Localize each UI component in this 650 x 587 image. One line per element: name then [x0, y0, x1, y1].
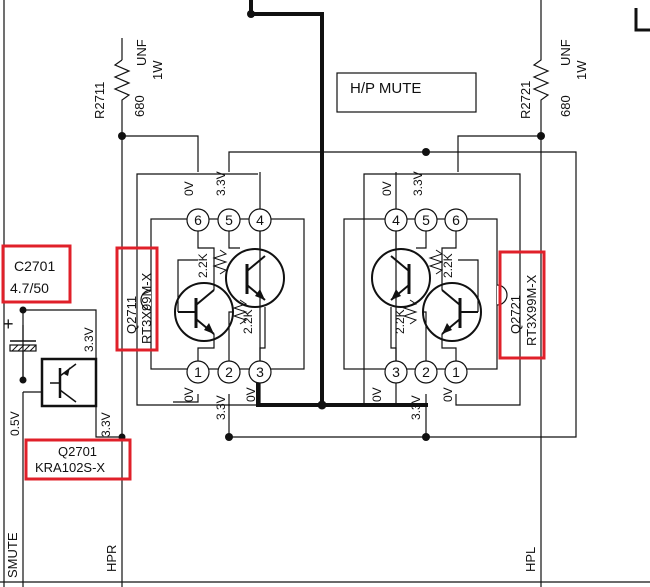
q2721-pin-2: 2 — [422, 364, 430, 380]
r2711-power: 1W — [150, 60, 165, 80]
junctions — [19, 132, 545, 441]
r2721-value: 680 — [558, 95, 573, 117]
junction-dot — [247, 10, 255, 18]
frame-corner — [634, 8, 650, 32]
q2721-pin-5: 5 — [422, 212, 430, 228]
q2711-res-label: 2.2K — [241, 309, 255, 334]
q2721-res-label: 2.2K — [393, 309, 407, 334]
r2721-ref: R2721 — [518, 81, 533, 119]
q2711-res-label: 2.2K — [196, 253, 210, 278]
q2711-v-pin3: 0V — [244, 387, 258, 402]
q2721-pin-3: 3 — [392, 364, 400, 380]
q2721-v-pin1: 0V — [441, 387, 455, 402]
q2721-part: RT3X99M-X — [524, 274, 539, 346]
q2711-pin-2: 2 — [225, 364, 233, 380]
r2711-ref: R2711 — [92, 82, 107, 119]
q2721-ref: Q2721 — [508, 295, 523, 334]
q2721-v-pin2: 3.3V — [409, 395, 423, 420]
c2701-label: C2701 4.7/50 — [1, 244, 72, 304]
hp-mute-box: H/P MUTE — [336, 72, 477, 113]
q2721-pin-1: 1 — [452, 364, 460, 380]
q2711-pin-5: 5 — [225, 212, 233, 228]
resistor-r2721: R2721 680 UNF 1W — [518, 39, 589, 119]
q2721-pin-4: 4 — [392, 212, 400, 228]
signal-smute: SMUTE — [5, 532, 20, 578]
r2711-value: 680 — [132, 95, 147, 117]
q2721-int-resistor — [402, 299, 418, 325]
q2711-part: RT3X99M-X — [139, 272, 154, 344]
q2701-v-left: 0.5V — [8, 411, 22, 436]
q2721-v-pin5: 3.3V — [411, 171, 425, 196]
signal-hpr: HPR — [104, 545, 119, 572]
hp-mute-label: H/P MUTE — [350, 80, 421, 97]
q2721-label: Q2721 RT3X99M-X — [498, 250, 546, 360]
q2711-pin-3: 3 — [256, 364, 264, 380]
q2721-v-pin3: 0V — [370, 387, 384, 402]
q2721-v-pin4: 0V — [380, 181, 394, 196]
q2711-int-resistor — [232, 299, 248, 325]
q2721-pin-6: 6 — [452, 212, 460, 228]
r2721-type: UNF — [558, 39, 573, 66]
q2701-ref: Q2701 — [58, 444, 97, 459]
q2721-int-resistor — [428, 249, 444, 275]
q2711-v-pin6: 0V — [182, 181, 196, 196]
q2711-v-pin2: 3.3V — [214, 395, 228, 420]
q2701-part: KRA102S-X — [35, 460, 105, 475]
q2711-v-pin1: 0V — [182, 387, 196, 402]
q2701-device: 0.5V 3.3V 3.3V — [8, 327, 113, 437]
q2721-device: 4 5 6 3 2 1 2.2K 2. — [370, 171, 508, 420]
q2711-int-resistor — [212, 249, 228, 275]
q2701-label: Q2701 KRA102S-X — [24, 438, 132, 481]
q2711-pin-1: 1 — [194, 364, 202, 380]
q2701-v-top: 3.3V — [82, 327, 96, 352]
q2721-res-label: 2.2K — [441, 253, 455, 278]
resistor-r2711: R2711 680 UNF 1W — [92, 39, 165, 119]
q2711-device: 6 5 4 1 2 3 — [140, 171, 285, 420]
thick-mute-bus — [249, 0, 428, 407]
q2711-pin-4: 4 — [256, 212, 264, 228]
junction-dot — [317, 400, 327, 410]
c2701-ref: C2701 — [14, 258, 55, 274]
c2701-value: 4.7/50 — [10, 280, 49, 296]
r2721-power: 1W — [574, 60, 589, 80]
c2701-plus: + — [3, 314, 14, 334]
q2711-pin-6: 6 — [194, 212, 202, 228]
q2711-label: Q2711 RT3X99M-X — [115, 246, 159, 352]
q2711-v-pin5: 3.3V — [214, 171, 228, 196]
capacitor-c2701: + — [3, 314, 37, 380]
q2701-v-bottom: 3.3V — [99, 412, 113, 437]
q2711-ref: Q2711 — [124, 296, 139, 334]
signal-hpl: HPL — [523, 547, 538, 572]
r2711-type: UNF — [134, 39, 149, 66]
